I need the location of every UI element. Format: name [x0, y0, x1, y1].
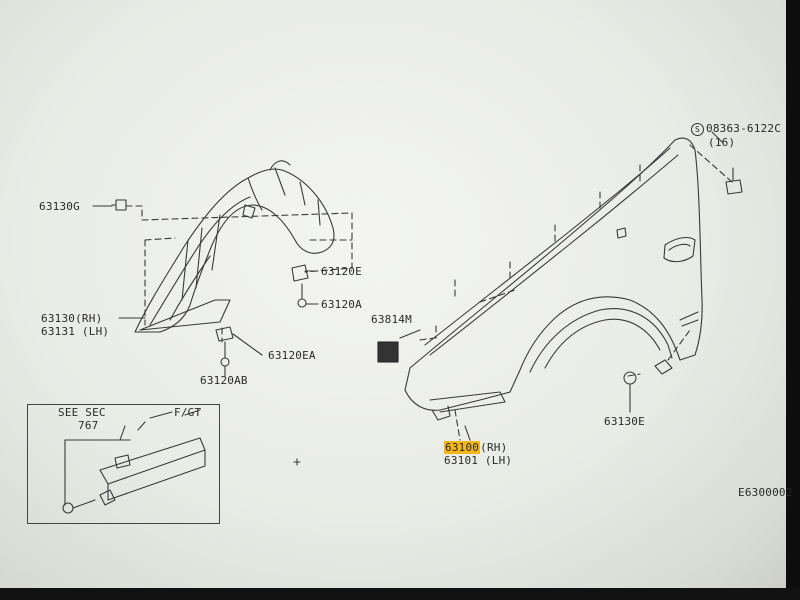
bolt-08363-drawing — [725, 167, 743, 195]
inset-variant-label: F/GT — [174, 406, 202, 419]
pad-63814m-drawing — [377, 329, 421, 363]
liner-projection-lines — [125, 205, 353, 343]
label-63120e: 63120E — [321, 265, 362, 278]
label-63120ab: 63120AB — [200, 374, 248, 387]
label-63100-side: (RH) — [480, 441, 508, 454]
bolt-number: 08363-6122C — [706, 122, 782, 135]
label-bolt-qty: (16) — [708, 136, 736, 149]
clip-63120ea-drawing — [215, 326, 263, 356]
label-63100-rh: 63100(RH) — [444, 441, 507, 454]
label-63814m: 63814M — [371, 313, 412, 326]
clip-63120e-drawing — [291, 264, 319, 282]
screw-symbol-icon: S — [691, 122, 704, 136]
fender-liner-drawing — [134, 160, 335, 333]
label-63130e: 63130E — [604, 415, 645, 428]
front-fender-drawing — [404, 137, 703, 421]
label-63130g: 63130G — [39, 200, 80, 213]
label-63130-rh: 63130(RH) — [41, 312, 103, 325]
label-63131-lh: 63131 (LH) — [41, 325, 110, 338]
diagram-code: E6300002 — [738, 486, 793, 499]
inset-sill-drawing — [62, 409, 206, 514]
label-63120ea: 63120EA — [268, 349, 316, 362]
monitor-bezel-bottom — [0, 588, 800, 600]
screw-63120a-drawing — [297, 283, 319, 308]
screw-63120ab-drawing — [220, 341, 230, 377]
clip-63130e-drawing — [623, 371, 637, 401]
inset-section-number: 767 — [78, 419, 99, 432]
highlighted-part-number: 63100 — [444, 441, 481, 454]
label-63101-lh: 63101 (LH) — [444, 454, 513, 467]
inset-detail-box — [27, 404, 220, 524]
cursor-mark — [293, 458, 301, 466]
leader-lines — [92, 131, 723, 441]
fender-projection-lines — [419, 144, 733, 441]
monitor-bezel-right — [786, 0, 800, 600]
label-63120a: 63120A — [321, 298, 362, 311]
inset-see-sec: SEE SEC — [58, 406, 106, 419]
clip-63130g-drawing — [111, 199, 127, 211]
